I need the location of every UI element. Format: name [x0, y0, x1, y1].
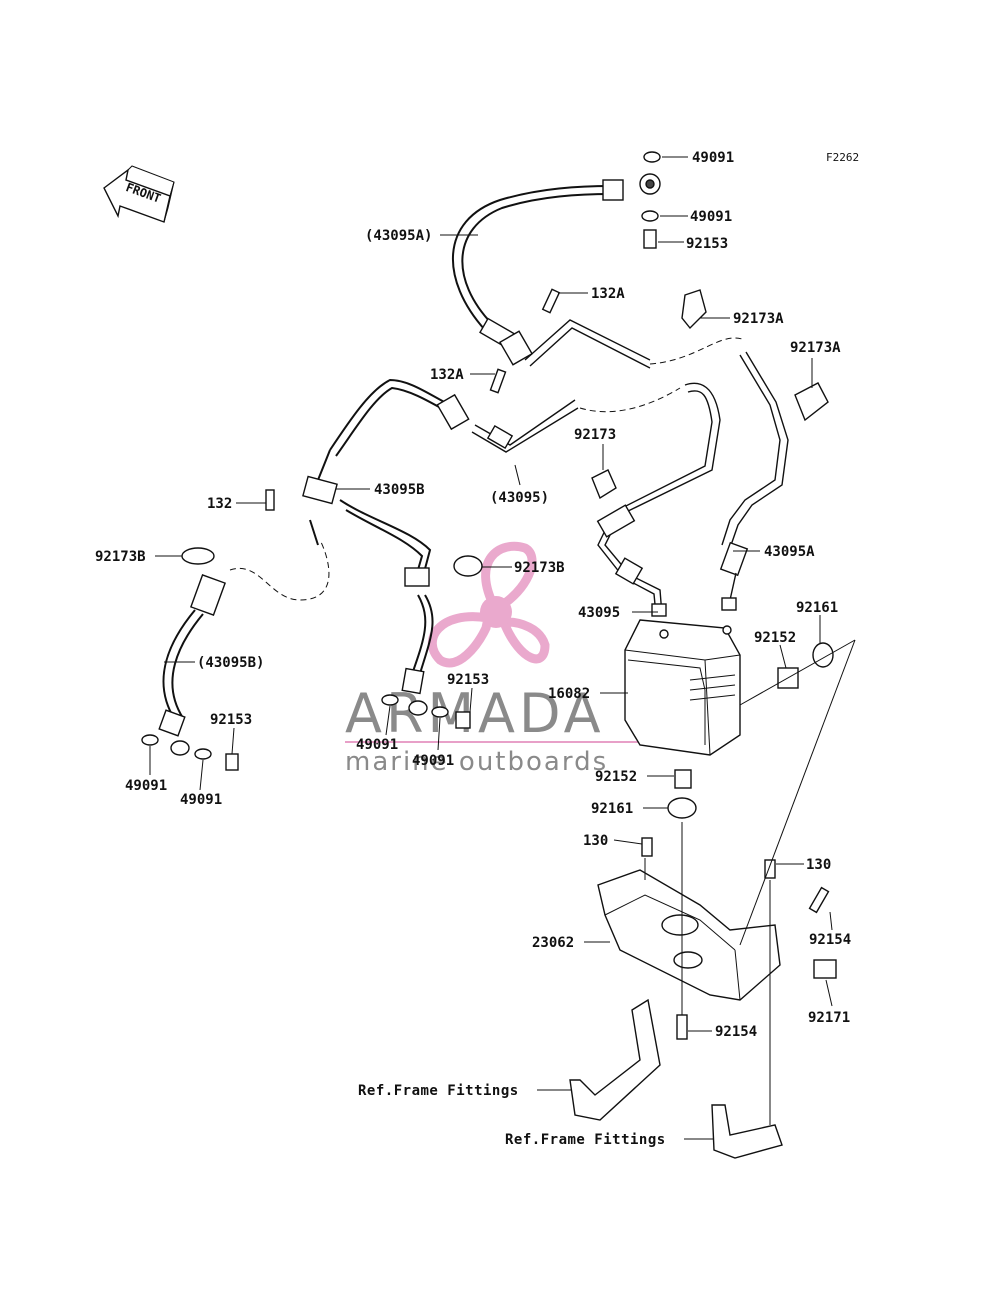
label-92153-top: 92153 [686, 236, 728, 252]
label-23062: 23062 [532, 935, 574, 951]
propeller-logo-icon [427, 541, 550, 668]
label-92154-right: 92154 [809, 932, 851, 948]
leader-lines [149, 156, 833, 1140]
label-92173B-left: 92173B [95, 549, 146, 565]
label-92154-bottom: 92154 [715, 1024, 757, 1040]
armada-watermark: ARMADA marine outboards [345, 541, 650, 777]
label-92153-mid: 92153 [447, 672, 489, 688]
brake-hoses [158, 173, 789, 756]
label-ref-frame-fittings-1: Ref.Frame Fittings [358, 1083, 519, 1099]
watermark-brand: ARMADA [345, 682, 605, 745]
label-16082: 16082 [548, 686, 590, 702]
label-92152-top: 92152 [754, 630, 796, 646]
label-132A-upper: 132A [591, 286, 625, 302]
label-92161-bottom: 92161 [591, 801, 633, 817]
label-92152-bottom: 92152 [595, 769, 637, 785]
label-43095-paren: (43095) [490, 490, 549, 506]
label-92171: 92171 [808, 1010, 850, 1026]
label-92173B-middle: 92173B [514, 560, 565, 576]
label-132: 132 [207, 496, 232, 512]
watermark-tagline: marine outboards [345, 747, 608, 777]
part-labels: 49091 49091 92153 (43095A) 132A 92173A 9… [95, 150, 851, 1148]
frame-fittings [569, 639, 856, 1159]
label-92173A-upper: 92173A [733, 311, 784, 327]
label-ref-frame-fittings-2: Ref.Frame Fittings [505, 1132, 666, 1148]
label-49091-center-1: 49091 [356, 737, 398, 753]
label-130-right: 130 [806, 857, 831, 873]
label-92153-left: 92153 [210, 712, 252, 728]
label-49091-center-2: 49091 [412, 753, 454, 769]
label-43095A: 43095A [764, 544, 815, 560]
label-132A-lower: 132A [430, 367, 464, 383]
label-49091-top: 49091 [692, 150, 734, 166]
label-49091-left-2: 49091 [180, 792, 222, 808]
abs-bracket [597, 869, 781, 1001]
abs-hydraulic-unit [624, 619, 741, 756]
label-43095A-paren: (43095A) [365, 228, 432, 244]
label-43095B-paren: (43095B) [197, 655, 264, 671]
front-arrow-icon: FRONT [103, 165, 175, 223]
washer-49091-top [643, 151, 661, 163]
label-92161-top: 92161 [796, 600, 838, 616]
label-43095B: 43095B [374, 482, 425, 498]
diagram-code: F2262 [826, 151, 859, 164]
label-130-left: 130 [583, 833, 608, 849]
label-92173A-right: 92173A [790, 340, 841, 356]
label-43095: 43095 [578, 605, 620, 621]
label-92173: 92173 [574, 427, 616, 443]
label-49091-left-1: 49091 [125, 778, 167, 794]
label-49091-mid: 49091 [690, 209, 732, 225]
